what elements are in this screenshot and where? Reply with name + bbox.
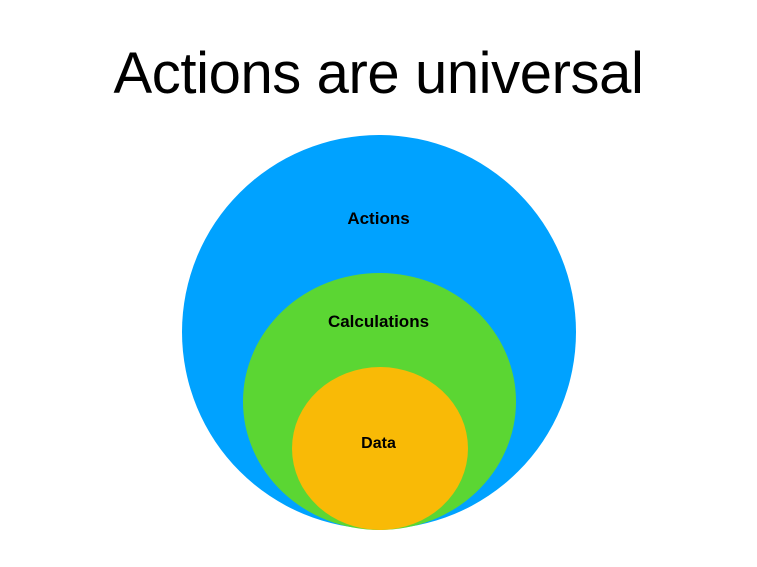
circle-label-calculations: Calculations bbox=[327, 312, 430, 331]
circle-label-data: Data bbox=[361, 435, 396, 452]
circle-data bbox=[292, 367, 468, 530]
page-title: Actions are universal bbox=[113, 41, 644, 106]
circle-label-actions: Actions bbox=[347, 209, 410, 228]
